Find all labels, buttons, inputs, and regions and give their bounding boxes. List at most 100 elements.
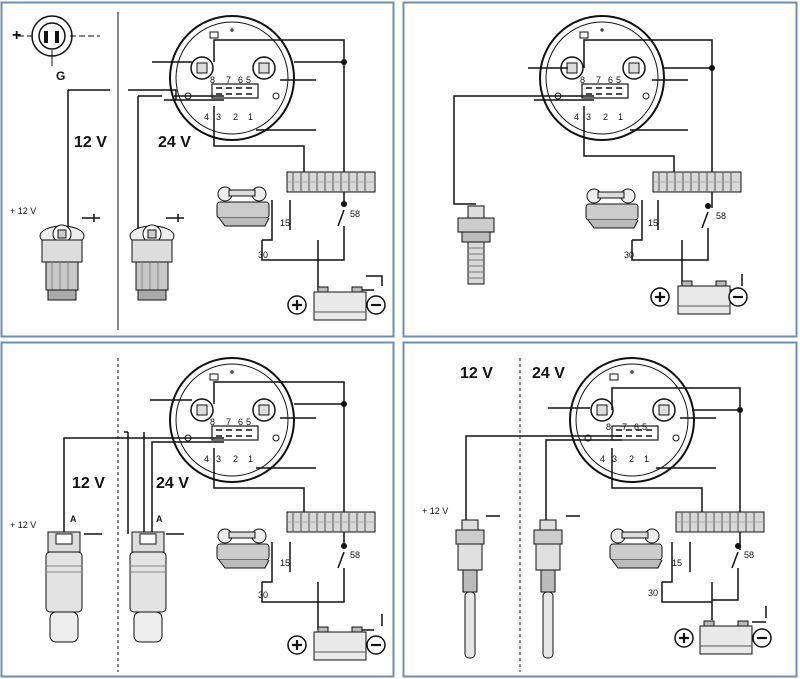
voltage-24v-label: 24 V xyxy=(158,134,191,151)
junction-dot xyxy=(341,401,347,407)
sensor-supply-label: + 12 V xyxy=(422,506,448,516)
pin-2: 2 xyxy=(233,112,238,122)
pin-3: 3 xyxy=(586,112,591,122)
pin-4: 4 xyxy=(600,454,605,464)
pin-1: 1 xyxy=(644,454,649,464)
wiring xyxy=(465,387,767,623)
pin-5: 5 xyxy=(246,75,251,85)
junction-dot xyxy=(709,65,715,71)
panel-top-left: + G 12 V 24 V 8 7 6 5 4 3 2 1 1 xyxy=(10,12,387,330)
terminal-15-label: 15 xyxy=(280,218,290,228)
sensor-a-label: A xyxy=(70,514,77,524)
panel-frame-bottom-right xyxy=(402,341,798,678)
pin-4: 4 xyxy=(204,112,209,122)
battery xyxy=(677,280,731,315)
pin-4: 4 xyxy=(204,454,209,464)
gauge-instrument xyxy=(539,15,665,141)
terminal-58-label: 58 xyxy=(744,550,754,560)
panel-frame-bottom-left xyxy=(0,341,395,678)
ignition-key-switch xyxy=(585,188,639,229)
pin-7: 7 xyxy=(596,75,601,85)
sensor-supply-label: + 12 V xyxy=(10,520,36,530)
terminal-58-label: 58 xyxy=(716,211,726,221)
connector-plus-label: + xyxy=(12,27,21,44)
pin-6: 6 xyxy=(634,422,639,432)
junction-dot xyxy=(735,543,741,549)
terminal-strip xyxy=(286,511,376,533)
gauge-instrument xyxy=(169,15,295,141)
pin-5: 5 xyxy=(642,422,647,432)
pin-6: 6 xyxy=(238,75,243,85)
wiring xyxy=(453,39,743,291)
sender-12v xyxy=(45,531,83,643)
ignition-key-switch xyxy=(216,186,270,227)
pin-8: 8 xyxy=(606,422,611,432)
junction-dot xyxy=(341,543,347,549)
terminal-58-label: 58 xyxy=(350,209,360,219)
sender-12v xyxy=(39,224,85,301)
voltage-24v-label: 24 V xyxy=(156,475,189,492)
pin-1: 1 xyxy=(248,454,253,464)
battery-minus-icon xyxy=(751,627,773,649)
pin-1: 1 xyxy=(248,112,253,122)
panel-bottom-left: 12 V 24 V 8 7 6 5 4 3 2 1 15 30 58 + 12 … xyxy=(10,357,387,672)
battery-plus-icon xyxy=(649,286,671,308)
terminal-30-label: 30 xyxy=(258,590,268,600)
pin-5: 5 xyxy=(246,417,251,427)
pin-3: 3 xyxy=(216,454,221,464)
battery xyxy=(699,620,753,655)
pin-6: 6 xyxy=(238,417,243,427)
battery-plus-icon xyxy=(286,634,308,656)
voltage-12v-label: 12 V xyxy=(460,365,493,382)
battery-minus-icon xyxy=(727,286,749,308)
pin-6: 6 xyxy=(608,75,613,85)
battery-minus-icon xyxy=(365,294,387,316)
voltage-12v-label: 12 V xyxy=(72,475,105,492)
junction-dot xyxy=(341,201,347,207)
sensor-supply-label: + 12 V xyxy=(10,206,36,216)
pin-2: 2 xyxy=(233,454,238,464)
sender-24v xyxy=(533,519,563,659)
gauge-instrument xyxy=(169,357,295,483)
sender-24v xyxy=(129,224,175,301)
sender-24v xyxy=(129,531,167,643)
terminal-15-label: 15 xyxy=(672,558,682,568)
pin-8: 8 xyxy=(210,417,215,427)
terminal-15-label: 15 xyxy=(280,558,290,568)
pin-2: 2 xyxy=(603,112,608,122)
pin-8: 8 xyxy=(580,75,585,85)
ignition-key-switch xyxy=(216,528,270,569)
battery-plus-icon xyxy=(286,294,308,316)
sender-12v xyxy=(455,519,485,659)
pin-7: 7 xyxy=(622,422,627,432)
connector-symbol: + G xyxy=(12,15,100,83)
terminal-strip xyxy=(675,511,765,533)
connector-ground-label: G xyxy=(56,69,65,83)
panel-bottom-right: 12 V 24 V 8 7 6 5 4 3 2 1 15 30 58 + 12 … xyxy=(422,357,773,672)
battery-plus-icon xyxy=(673,627,695,649)
panel-top-right: 8 7 6 5 4 3 2 1 15 30 58 xyxy=(453,15,749,315)
wiring xyxy=(67,39,383,291)
ignition-key-switch xyxy=(609,528,663,569)
pin-5: 5 xyxy=(616,75,621,85)
terminal-strip xyxy=(286,171,376,193)
pin-1: 1 xyxy=(618,112,623,122)
sensor-a-label: A xyxy=(156,514,163,524)
terminal-58-label: 58 xyxy=(350,550,360,560)
battery-minus-icon xyxy=(365,634,387,656)
junction-dot xyxy=(705,203,711,209)
panel-frame-top-right xyxy=(402,1,798,338)
terminal-15-label: 15 xyxy=(648,218,658,228)
battery xyxy=(313,286,367,321)
panel-frame-top-left xyxy=(0,1,395,338)
junction-dot xyxy=(341,59,347,65)
pin-8: 8 xyxy=(210,75,215,85)
voltage-24v-label: 24 V xyxy=(532,365,565,382)
terminal-30-label: 30 xyxy=(624,250,634,260)
pin-3: 3 xyxy=(216,112,221,122)
pin-2: 2 xyxy=(629,454,634,464)
junction-dot xyxy=(737,407,743,413)
pin-7: 7 xyxy=(226,75,231,85)
pin-3: 3 xyxy=(612,454,617,464)
